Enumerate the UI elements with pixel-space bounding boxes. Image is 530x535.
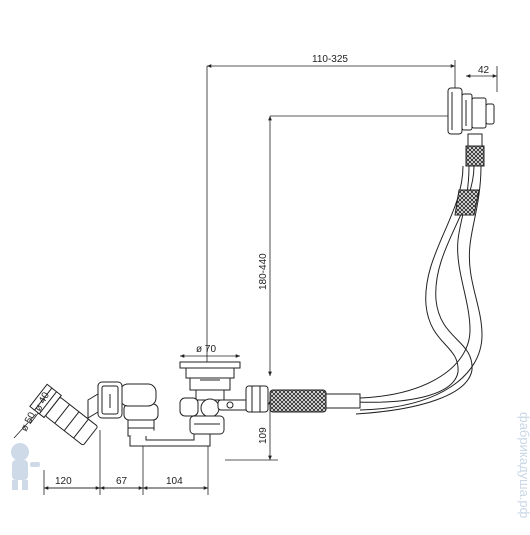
- plumber-mascot-icon: [11, 443, 40, 490]
- elbow-outlet: [29, 383, 99, 446]
- dim-vertical: 180-440: [258, 253, 269, 290]
- overflow-head: [447, 87, 495, 167]
- dim-diameter-50: ø 50: [19, 410, 38, 433]
- braided-hose: [269, 389, 361, 413]
- dim-bottom-67: 67: [116, 476, 128, 487]
- dim-bottom-120: 120: [55, 476, 72, 487]
- dim-height-109: 109: [258, 427, 269, 444]
- drain-plug: [179, 361, 269, 418]
- watermark-text: фабрикадуша.рф: [517, 412, 530, 519]
- dim-top-right: 42: [478, 65, 490, 76]
- dim-top-span: 110-325: [312, 54, 348, 65]
- dimension-lines: [13, 60, 498, 495]
- dim-drain-diameter: ø 70: [196, 344, 216, 355]
- dim-bottom-104: 104: [166, 476, 183, 487]
- siphon-trap: [97, 381, 225, 447]
- overflow-cables: [355, 165, 483, 415]
